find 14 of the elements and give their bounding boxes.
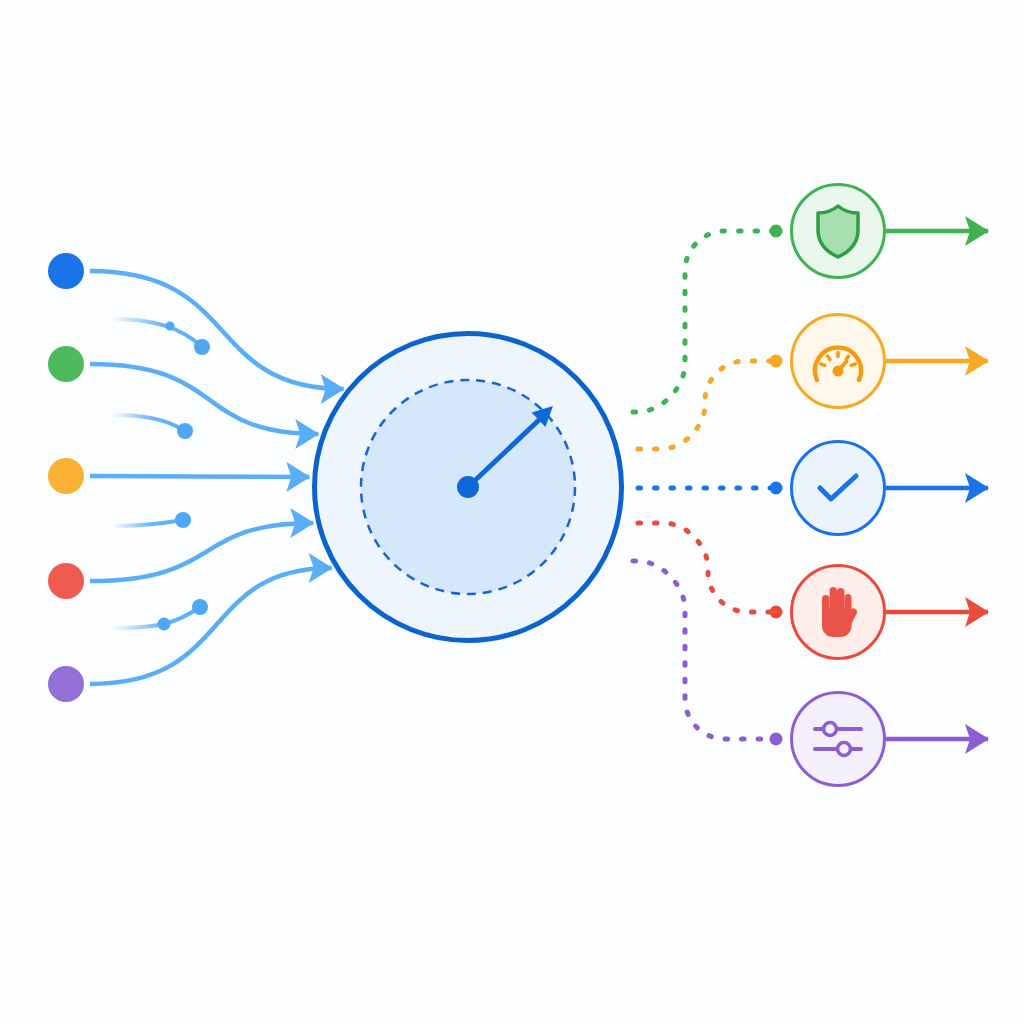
arrow <box>90 461 311 492</box>
arrow <box>886 473 989 503</box>
arrow <box>886 346 989 376</box>
dotted-connector <box>630 558 783 746</box>
arrow <box>886 597 989 627</box>
arrow <box>89 361 320 448</box>
arrow <box>89 268 345 403</box>
dotted-connector <box>630 224 783 415</box>
dotted-connector <box>635 481 783 495</box>
arrow <box>886 216 989 246</box>
dotted-connector <box>635 520 783 619</box>
arrow <box>89 554 333 687</box>
dotted-connector <box>635 354 783 452</box>
arrow <box>886 724 989 754</box>
